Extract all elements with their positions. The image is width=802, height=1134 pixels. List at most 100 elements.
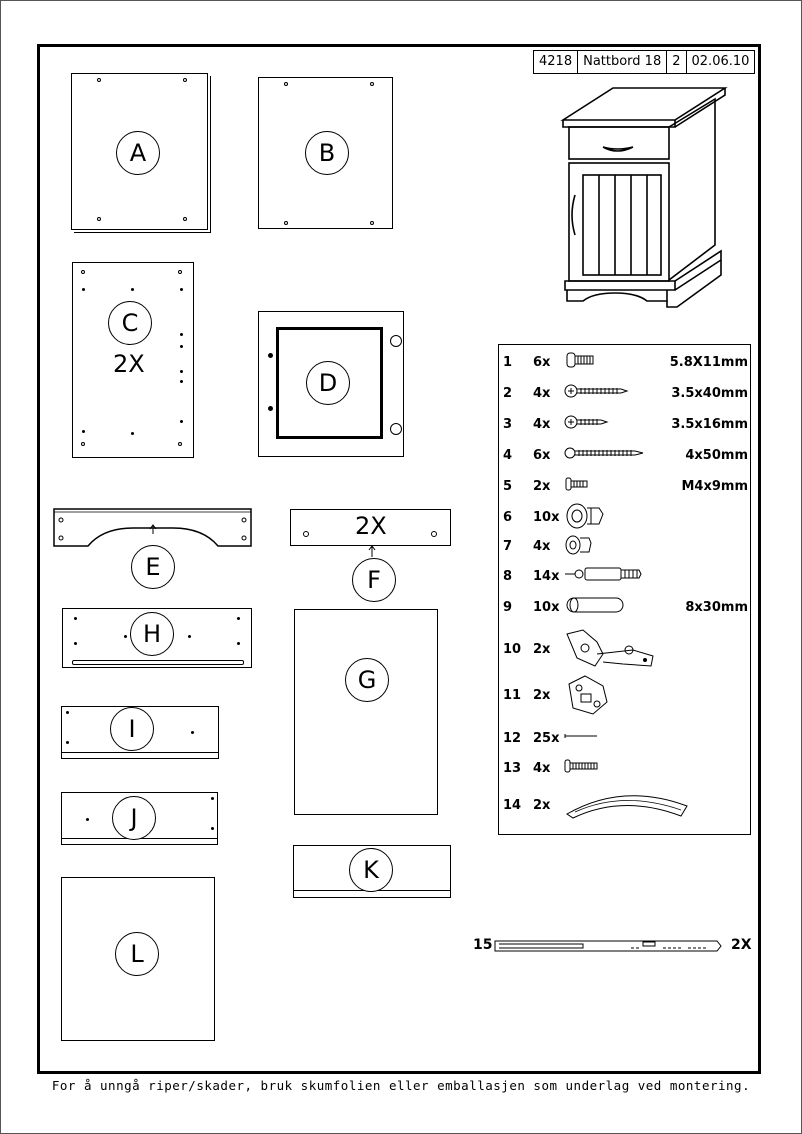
dot xyxy=(82,430,85,433)
cam-bolt-icon xyxy=(565,567,642,581)
f-quantity: 2X xyxy=(355,512,387,540)
item-quantity: 10x xyxy=(533,510,560,525)
hole xyxy=(81,270,85,274)
label-d: D xyxy=(306,361,350,405)
hole xyxy=(178,442,182,446)
hole xyxy=(183,78,187,82)
edge-line xyxy=(61,752,219,753)
hardware-row: 7 4x xyxy=(499,535,752,561)
hardware-row: 11 2x xyxy=(499,675,752,715)
dot xyxy=(124,635,127,638)
item-quantity: 4x xyxy=(533,417,551,432)
item-quantity: 4x xyxy=(533,539,551,554)
item-number: 3 xyxy=(503,417,513,432)
long-screw-icon xyxy=(564,447,644,459)
dot xyxy=(66,741,69,744)
hardware-row: 4 6x 4x50mm xyxy=(499,447,752,470)
hole xyxy=(97,217,101,221)
hinge-icon xyxy=(566,629,654,667)
revision-date: 02.06.10 xyxy=(691,54,750,69)
dot xyxy=(188,635,191,638)
dot xyxy=(131,432,134,435)
dowel-icon xyxy=(566,597,624,613)
item-number: 7 xyxy=(503,539,513,554)
hardware-row: 3 4x 3.5x16mm xyxy=(499,415,752,439)
dot xyxy=(180,420,183,423)
label-i: I xyxy=(110,707,154,751)
dot xyxy=(211,827,214,830)
label-g: G xyxy=(345,658,389,702)
title-block: 4218 Nattbord 18 2 02.06.10 xyxy=(533,50,756,74)
item-quantity: 6x xyxy=(533,448,551,463)
item-quantity: 2x xyxy=(533,479,551,494)
label-f: F xyxy=(352,558,396,602)
footer-note: For å unngå riper/skader, bruk skumfolie… xyxy=(51,1078,751,1093)
hinge-cup-hole xyxy=(390,335,402,347)
item-number: 4 xyxy=(503,448,513,463)
groove xyxy=(72,660,244,665)
rail-quantity: 2X xyxy=(731,937,752,953)
dot xyxy=(180,345,183,348)
dot xyxy=(180,288,183,291)
rail-number: 15 xyxy=(473,937,493,953)
item-dimension: 3.5x40mm xyxy=(671,386,748,401)
cam-lock-small-icon xyxy=(565,535,592,555)
panel-g xyxy=(294,609,438,815)
dot xyxy=(211,797,214,800)
arrow-up-icon xyxy=(368,545,376,557)
product-name: Nattbord 18 xyxy=(578,51,668,73)
dot xyxy=(237,642,240,645)
item-dimension: 3.5x16mm xyxy=(671,417,748,432)
item-number: 14 xyxy=(503,798,522,813)
item-number: 1 xyxy=(503,355,513,370)
drawing-frame xyxy=(37,44,761,1074)
item-quantity: 14x xyxy=(533,569,560,584)
item-number: 13 xyxy=(503,761,522,776)
label-b: B xyxy=(305,131,349,175)
item-number: 8 xyxy=(503,569,513,584)
item-number: 6 xyxy=(503,510,513,525)
nail-icon xyxy=(564,734,597,738)
hole xyxy=(284,221,288,225)
item-dimension: M4x9mm xyxy=(681,479,748,494)
wood-screw-icon xyxy=(564,384,629,398)
hardware-row: 9 10x 8x30mm xyxy=(499,597,752,622)
hole xyxy=(81,442,85,446)
hardware-row: 1 6x 5.8X11mm xyxy=(499,352,752,377)
hole xyxy=(183,217,187,221)
item-quantity: 2x xyxy=(533,642,551,657)
item-quantity: 6x xyxy=(533,355,551,370)
hole xyxy=(268,353,273,358)
hardware-row: 14 2x xyxy=(499,795,752,820)
nightstand-illustration xyxy=(560,87,728,308)
panel-c xyxy=(72,262,194,458)
handle-screw-icon xyxy=(564,759,598,773)
item-quantity: 4x xyxy=(533,386,551,401)
item-number: 10 xyxy=(503,642,522,657)
page-number: 2 xyxy=(667,51,687,73)
dot xyxy=(86,818,89,821)
c-quantity: 2X xyxy=(113,350,145,378)
hole xyxy=(370,221,374,225)
hinge-cup-hole xyxy=(390,423,402,435)
cam-lock-icon xyxy=(566,503,604,529)
article-number: 4218 xyxy=(534,51,579,73)
hole xyxy=(268,406,273,411)
panel-f xyxy=(290,509,451,546)
label-a: A xyxy=(116,131,160,175)
hardware-row: 6 10x xyxy=(499,503,752,532)
dot xyxy=(180,333,183,336)
hole xyxy=(178,270,182,274)
item-quantity: 25x xyxy=(533,731,560,746)
label-h: H xyxy=(130,612,174,656)
item-number: 5 xyxy=(503,479,513,494)
dot xyxy=(131,288,134,291)
wood-screw-short-icon xyxy=(564,415,609,429)
label-l: L xyxy=(115,932,159,976)
dot xyxy=(66,711,69,714)
item-dimension: 5.8X11mm xyxy=(669,355,748,370)
drawer-rail-icon xyxy=(494,940,722,952)
hole xyxy=(303,531,309,537)
item-number: 2 xyxy=(503,386,513,401)
item-dimension: 8x30mm xyxy=(685,600,748,615)
